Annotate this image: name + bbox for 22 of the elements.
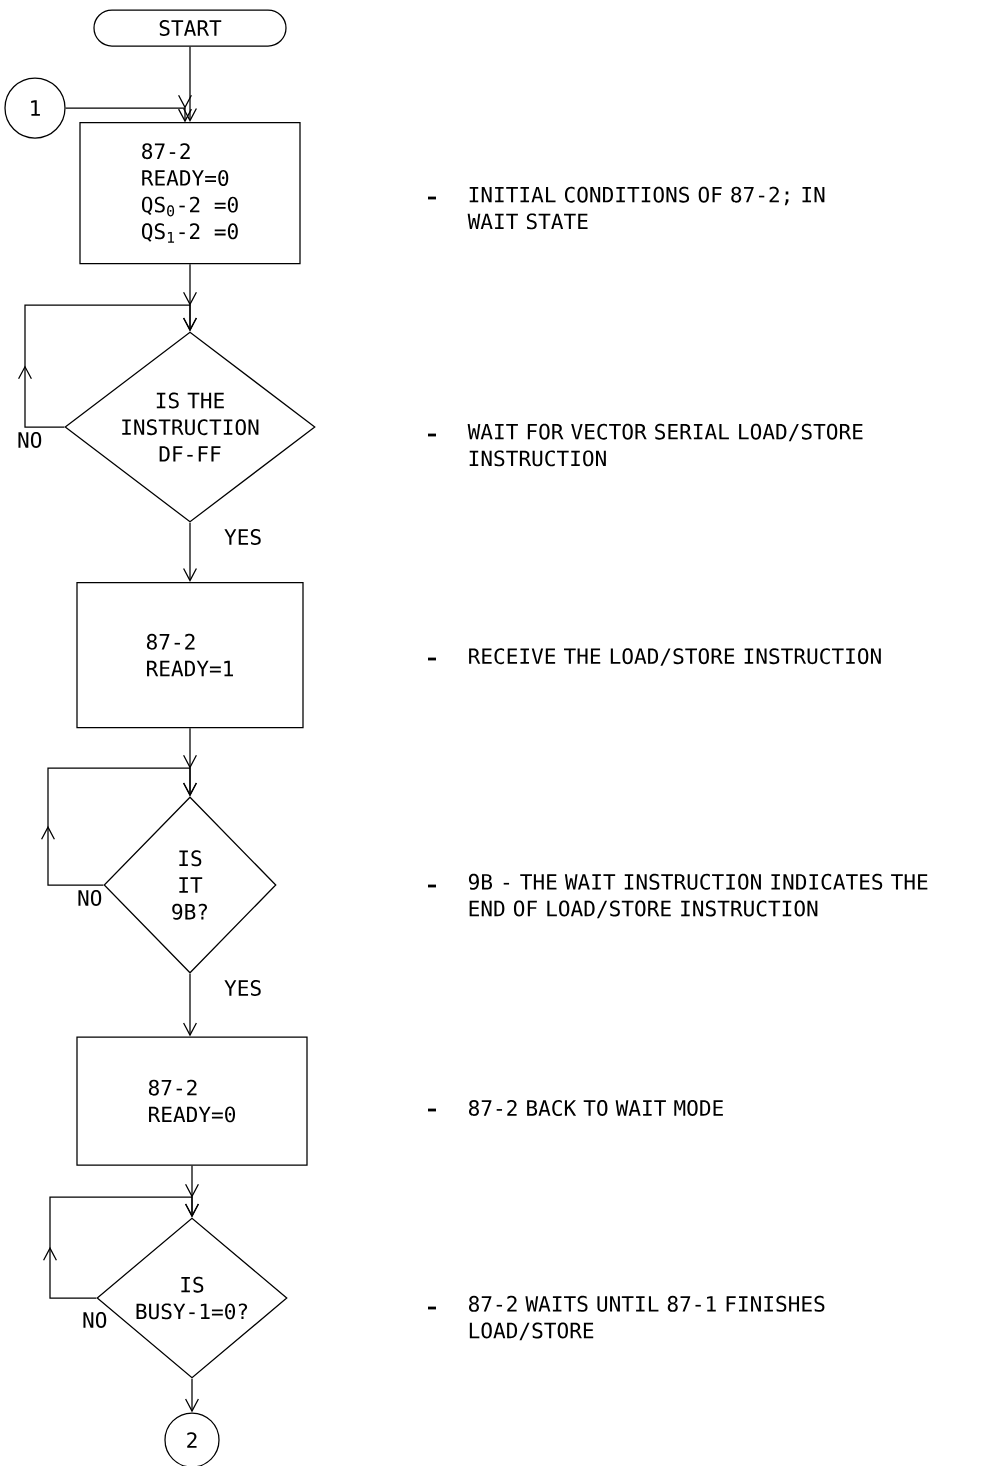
annotation-text: WAIT FOR VECTOR SERIAL LOAD/STORE INSTRUCTION [467,423,863,467]
annotation-text: INITIAL CONDITIONS OF 87-2; IN WAIT STATE [467,186,825,230]
edge-label: NO [15,430,44,450]
process-box: 87-2 READY=0 [76,1036,308,1166]
annotation-text: 87-2 WAITS UNTIL 87-1 FINISHES LOAD/STORE [469,1295,825,1341]
edge-label: NO [75,888,104,908]
arrow [184,1378,200,1413]
arrow [17,291,198,428]
process-box: 87-2 READY=1 [76,581,304,729]
arrow [65,94,193,123]
annotation-text: 87-2 BACK TO WAIT MODE [469,1100,723,1116]
edge-label: YES [222,978,264,998]
annotation-text: RECEIVE THE LOAD/STORE INSTRUCTION [469,648,881,666]
arrow [40,754,198,886]
arrow [182,522,198,582]
arrow [182,973,198,1037]
annotation-text: 9B - THE WAIT INSTRUCTION INDICATES THE END OF LOAD/STORE INSTRUCTION [468,873,928,919]
arrow [182,46,198,122]
arrow [42,1183,200,1299]
edge-label: YES [222,527,264,547]
start-terminal: START [93,9,287,47]
process-box: 87-2 READY=0 QS$_{0}$-2 =0 QS$_{1}$-2 =0 [79,121,301,265]
